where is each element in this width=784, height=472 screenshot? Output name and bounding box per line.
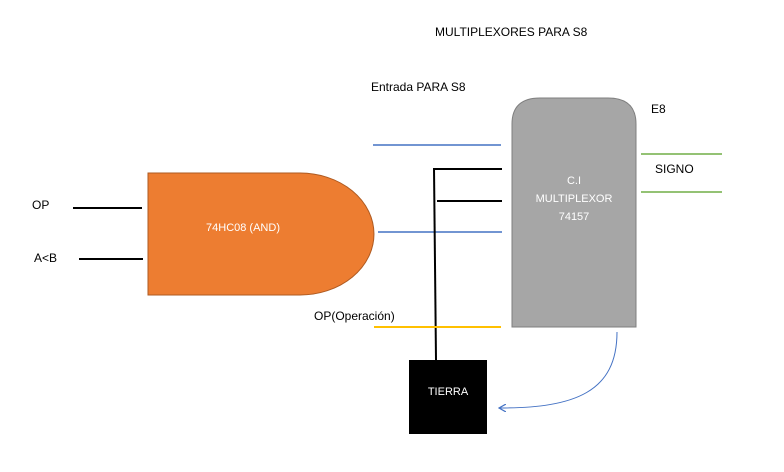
ground-vertical-wire — [433, 167, 437, 361]
mux-label-ci: C.I — [566, 175, 582, 187]
multiplexer-shape — [511, 97, 637, 328]
and-gate-label: 74HC08 (AND) — [206, 222, 280, 234]
e8-label: E8 — [651, 102, 666, 116]
mux-label-part: 74157 — [558, 211, 590, 223]
op-operacion-label: OP(Operación) — [314, 309, 395, 323]
mux-label-type: MULTIPLEXOR — [535, 193, 613, 205]
diagram-title: MULTIPLEXORES PARA S8 — [435, 25, 588, 39]
a-lt-b-label: A<B — [34, 251, 58, 265]
signo-label: SIGNO — [655, 162, 694, 176]
ground-box — [409, 360, 487, 434]
entrada-label: Entrada PARA S8 — [371, 80, 466, 94]
curved-arrow-to-ground — [500, 331, 618, 408]
op-label: OP — [32, 198, 50, 212]
ground-label: TIERRA — [427, 386, 469, 398]
and-gate-shape — [147, 172, 375, 296]
